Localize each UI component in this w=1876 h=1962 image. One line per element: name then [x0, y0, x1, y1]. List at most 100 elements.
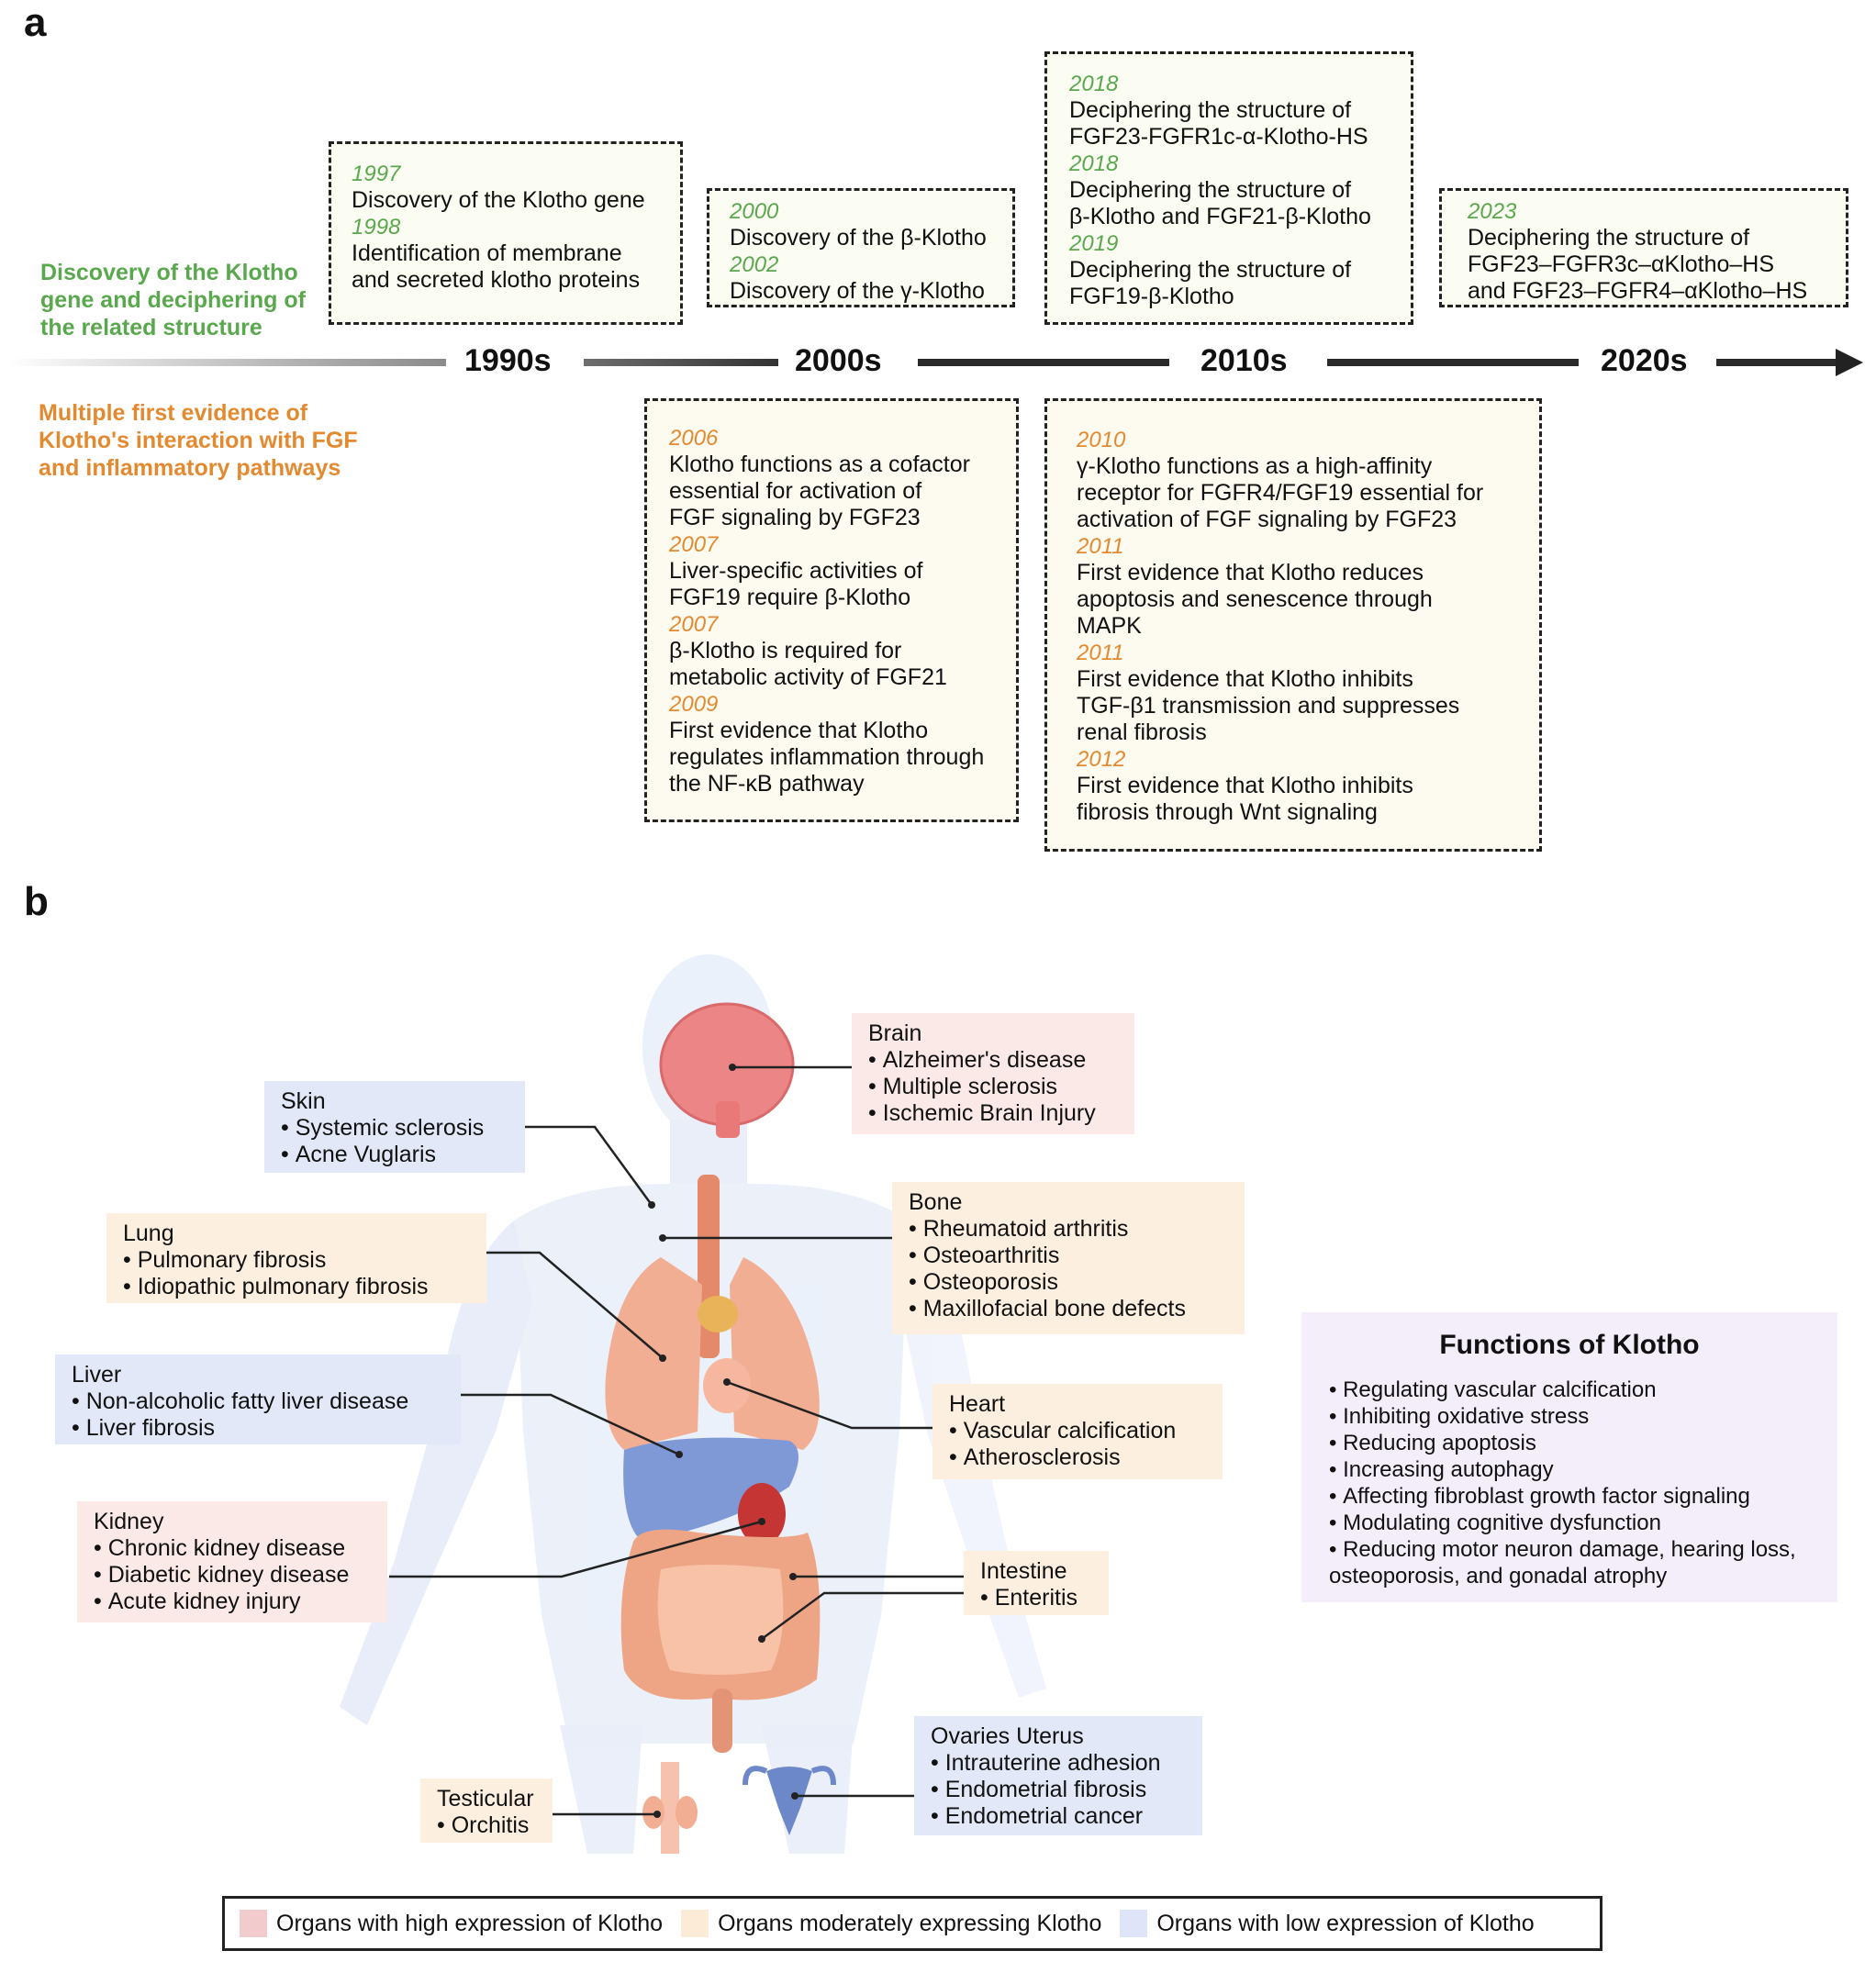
function-item: Inhibiting oxidative stress	[1329, 1403, 1810, 1430]
legend-item-moderate: Organs moderately expressing Klotho	[681, 1910, 1101, 1937]
event-text: γ-Klotho functions as a high-affinity re…	[1077, 453, 1484, 532]
event-year: 1998	[352, 215, 401, 240]
connector-intestine-2	[761, 1591, 966, 1641]
disease-item: Liver fibrosis	[72, 1415, 444, 1442]
event-text: Deciphering the structure of β-Klotho an…	[1069, 177, 1371, 229]
timeline-segment	[918, 359, 1169, 366]
connector-liver	[461, 1393, 680, 1456]
era-label-2010s: 2010s	[1200, 343, 1288, 378]
timeline-segment	[584, 359, 778, 366]
organ-box-liver: Liver Non-alcoholic fatty liver disease …	[55, 1354, 461, 1444]
legend-item-low: Organs with low expression of Klotho	[1120, 1910, 1535, 1937]
timeline-segment	[1327, 359, 1579, 366]
disease-item: Systemic sclerosis	[281, 1115, 508, 1142]
track-top-label: Discovery of the Klotho gene and deciphe…	[40, 260, 306, 340]
function-item: Reducing apoptosis	[1329, 1430, 1810, 1456]
event-year: 2010	[1077, 428, 1126, 452]
disease-item: Endometrial cancer	[931, 1803, 1186, 1830]
disease-item: Atherosclerosis	[949, 1444, 1206, 1471]
event-text: Klotho functions as a cofactor essential…	[669, 451, 970, 530]
organ-name: Kidney	[94, 1509, 164, 1534]
event-year: 2009	[669, 692, 719, 717]
event-text: First evidence that Klotho inhibits TGF-…	[1077, 666, 1460, 745]
organ-name: Bone	[909, 1189, 963, 1215]
era-label-2000s: 2000s	[795, 343, 882, 378]
disease-item: Acne Vuglaris	[281, 1142, 508, 1168]
disease-item: Pulmonary fibrosis	[123, 1247, 470, 1274]
disease-item: Endometrial fibrosis	[931, 1777, 1186, 1803]
event-year: 2011	[1077, 641, 1124, 665]
organ-name: Ovaries Uterus	[931, 1723, 1084, 1749]
expression-legend: Organs with high expression of Klotho Or…	[222, 1896, 1602, 1951]
timeline-segment	[7, 359, 446, 366]
timeline-box-2000s-evidence: 2006 Klotho functions as a cofactor esse…	[644, 398, 1019, 822]
event-text: β-Klotho is required for metabolic activ…	[669, 638, 947, 690]
disease-item: Maxillofacial bone defects	[909, 1296, 1228, 1322]
event-year: 2007	[669, 612, 719, 637]
event-text: First evidence that Klotho reduces apopt…	[1077, 560, 1433, 639]
event-year: 2023	[1468, 199, 1517, 224]
timeline-segment	[1716, 359, 1839, 366]
legend-label: Organs with low expression of Klotho	[1156, 1910, 1535, 1936]
function-item: Modulating cognitive dysfunction	[1329, 1510, 1810, 1536]
organ-name: Heart	[949, 1391, 1006, 1417]
disease-item: Idiopathic pulmonary fibrosis	[123, 1274, 470, 1300]
timeline-box-1990s: 1997 Discovery of the Klotho gene 1998 I…	[329, 141, 683, 325]
disease-item: Alzheimer's disease	[868, 1047, 1118, 1074]
organ-name: Intestine	[980, 1558, 1067, 1584]
connector-kidney	[389, 1520, 763, 1578]
panel-a-label: a	[24, 0, 47, 45]
disease-item: Multiple sclerosis	[868, 1074, 1118, 1100]
function-item: Reducing motor neuron damage, hearing lo…	[1329, 1536, 1810, 1589]
event-year: 2019	[1069, 231, 1119, 256]
event-year: 2006	[669, 426, 719, 451]
panel-b-label: b	[24, 879, 49, 924]
function-item: Affecting fibroblast growth factor signa…	[1329, 1483, 1810, 1510]
organ-box-bone: Bone Rheumatoid arthritis Osteoarthritis…	[892, 1182, 1245, 1334]
organ-box-ovaries-uterus: Ovaries Uterus Intrauterine adhesion End…	[914, 1716, 1202, 1835]
legend-item-high: Organs with high expression of Klotho	[240, 1910, 663, 1937]
organ-name: Lung	[123, 1221, 174, 1246]
lung-right-organ	[730, 1257, 820, 1450]
event-year: 1997	[352, 162, 401, 186]
event-year: 2000	[730, 199, 779, 224]
disease-item: Non-alcoholic fatty liver disease	[72, 1388, 444, 1415]
timeline-box-2000s: 2000 Discovery of the β-Klotho 2002 Disc…	[707, 188, 1015, 307]
thyroid-organ	[698, 1296, 738, 1332]
connector-skin	[525, 1125, 653, 1206]
disease-item: Osteoporosis	[909, 1269, 1228, 1296]
organ-box-brain: Brain Alzheimer's disease Multiple scler…	[852, 1013, 1134, 1134]
functions-of-klotho-box: Functions of Klotho Regulating vascular …	[1301, 1312, 1837, 1602]
kidney-organ	[738, 1483, 786, 1545]
era-label-1990s: 1990s	[464, 343, 552, 378]
event-year: 2012	[1077, 747, 1126, 772]
disease-item: Vascular calcification	[949, 1418, 1206, 1444]
event-text: First evidence that Klotho regulates inf…	[669, 718, 985, 797]
organ-box-skin: Skin Systemic sclerosis Acne Vuglaris	[264, 1081, 525, 1173]
organ-name: Testicular	[437, 1786, 534, 1812]
disease-item: Acute kidney injury	[94, 1589, 371, 1615]
legend-swatch-low	[1120, 1910, 1148, 1937]
event-text: Deciphering the structure of FGF19-β-Klo…	[1069, 257, 1352, 309]
disease-item: Diabetic kidney disease	[94, 1562, 371, 1589]
era-label-2020s: 2020s	[1601, 343, 1688, 378]
functions-title: Functions of Klotho	[1439, 1330, 1700, 1360]
legend-label: Organs with high expression of Klotho	[276, 1910, 664, 1936]
event-year: 2018	[1069, 72, 1119, 96]
disease-item: Ischemic Brain Injury	[868, 1100, 1118, 1127]
organ-box-kidney: Kidney Chronic kidney disease Diabetic k…	[77, 1501, 387, 1622]
disease-item: Rheumatoid arthritis	[909, 1216, 1228, 1243]
organ-name: Brain	[868, 1020, 922, 1046]
event-year: 2011	[1077, 534, 1124, 559]
event-text: Identification of membrane and secreted …	[352, 240, 641, 293]
event-text: Liver-specific activities of FGF19 requi…	[669, 558, 923, 610]
legend-swatch-moderate	[681, 1910, 709, 1937]
event-text: Discovery of the γ-Klotho	[730, 278, 985, 304]
connector-lung	[486, 1251, 664, 1359]
event-text: Deciphering the structure of FGF23-FGFR1…	[1069, 97, 1368, 150]
organ-box-heart: Heart Vascular calcification Atheroscler…	[932, 1384, 1223, 1479]
connector-heart	[726, 1380, 934, 1430]
disease-item: Enteritis	[980, 1585, 1092, 1611]
legend-label: Organs moderately expressing Klotho	[718, 1910, 1102, 1936]
